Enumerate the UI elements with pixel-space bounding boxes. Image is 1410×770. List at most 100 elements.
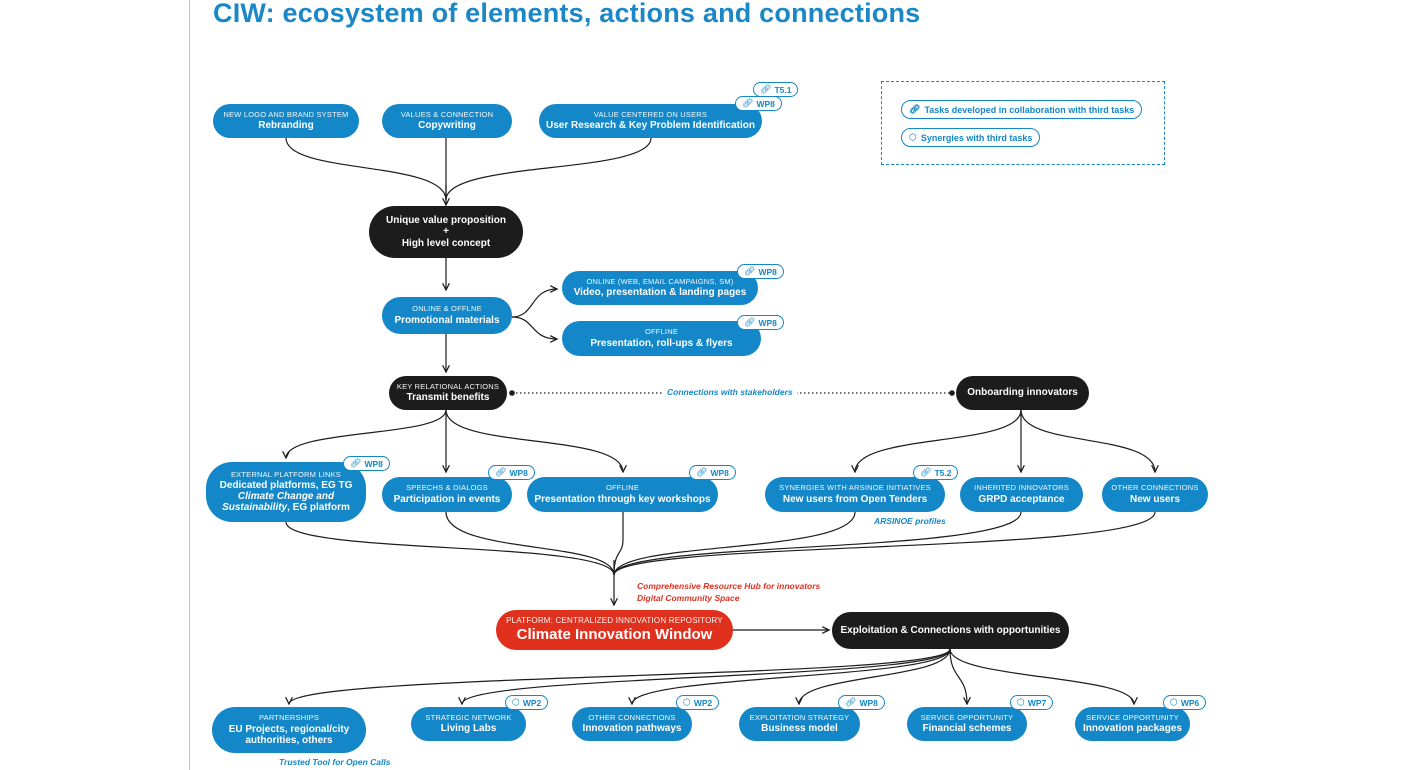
node-partnerships-caption: PARTNERSHIPS	[258, 713, 320, 723]
node-dedicated-caption: EXTERNAL PLATFORM LINKS	[230, 469, 342, 479]
link-icon: 🔗︎	[920, 467, 932, 477]
node-financial-schemes[interactable]: SERVICE OPPORTUNITY Financial schemes	[907, 707, 1027, 741]
node-packages-title: Innovation packages	[1083, 723, 1182, 735]
node-innovation-packages[interactable]: SERVICE OPPORTUNITY Innovation packages	[1075, 707, 1190, 741]
legend-box: 🔗︎ Tasks developed in collaboration with…	[881, 81, 1165, 165]
tag-wp7-financial: ⬡WP7	[1010, 695, 1054, 710]
node-rebranding[interactable]: NEW LOGO AND BRAND SYSTEM Rebranding	[213, 104, 359, 138]
link-icon: 🔗︎	[744, 266, 756, 276]
node-promotional-materials[interactable]: ONLINE & OFFLNE Promotional materials	[382, 297, 512, 334]
tag-wp8-events-label: WP8	[509, 467, 528, 478]
node-business-caption: EXPLOITATION STRATEGY	[749, 712, 850, 722]
tag-t5-1-label: T5.1	[774, 84, 792, 95]
node-participation-events[interactable]: SPEECHS & DIALOGS Participation in event…	[382, 477, 512, 512]
node-events-title: Participation in events	[393, 493, 501, 505]
node-rebranding-title: Rebranding	[258, 120, 314, 132]
node-promo-title: Promotional materials	[394, 314, 500, 326]
tag-wp2-pathways-label: WP2	[693, 697, 713, 708]
node-livinglabs-caption: STRATEGIC NETWORK	[425, 712, 512, 722]
legend-collab-label: Tasks developed in collaboration with th…	[924, 104, 1135, 115]
vertical-divider	[189, 0, 190, 770]
node-dedicated-line3: Sustainability, EG platform	[222, 502, 350, 513]
node-promo-caption: ONLINE & OFFLNE	[412, 304, 482, 314]
node-pathways-title: Innovation pathways	[582, 723, 682, 735]
tag-wp2-livinglabs-label: WP2	[522, 697, 542, 708]
note-community-space: Digital Community Space	[637, 593, 740, 603]
node-open-tenders[interactable]: SYNERGIES WITH ARSINOE INITIATIVES New u…	[765, 477, 945, 512]
legend-synergy: ⬡ Synergies with third tasks	[901, 128, 1041, 147]
link-icon: 🔗︎	[696, 467, 708, 477]
tag-wp8-research: 🔗︎WP8	[735, 96, 782, 111]
node-user-research-title: User Research & Key Problem Identificati…	[546, 120, 755, 132]
cube-icon: ⬡	[1170, 697, 1178, 707]
uvp-line1: Unique value proposition	[385, 215, 506, 227]
node-onboarding-innovators[interactable]: Onboarding innovators	[956, 376, 1089, 410]
node-newusers-caption: OTHER CONNECTIONS	[1111, 483, 1199, 493]
tag-wp8-rollups-label: WP8	[758, 317, 777, 328]
node-onboarding-title: Onboarding innovators	[967, 387, 1078, 399]
node-rollups-title: Presentation, roll-ups & flyers	[590, 337, 733, 349]
legend-synergy-label: Synergies with third tasks	[920, 132, 1033, 143]
node-partnerships[interactable]: PARTNERSHIPS EU Projects, regional/city …	[212, 707, 366, 753]
tag-wp8-business: 🔗︎WP8	[838, 695, 885, 710]
node-rollups-flyers[interactable]: OFFLINE Presentation, roll-ups & flyers	[562, 321, 761, 356]
node-dedicated-line3-rest: , EG platform	[287, 502, 350, 514]
node-dedicated-platforms[interactable]: EXTERNAL PLATFORM LINKS Dedicated platfo…	[206, 462, 366, 522]
cube-icon: ⬡	[1017, 697, 1025, 707]
node-living-labs[interactable]: STRATEGIC NETWORK Living Labs	[411, 707, 526, 741]
node-newusers-title: New users	[1129, 493, 1181, 505]
tag-wp8-video-label: WP8	[758, 266, 777, 277]
node-pathways-caption: OTHER CONNECTIONS	[588, 712, 676, 722]
note-trusted-tool: Trusted Tool for Open Calls	[279, 757, 391, 767]
tag-wp8-video: 🔗︎WP8	[737, 264, 784, 279]
tag-wp8-workshops-label: WP8	[710, 467, 729, 478]
node-grpd-caption: INHERITED INNOVATORS	[974, 483, 1069, 493]
node-business-model[interactable]: EXPLOITATION STRATEGY Business model	[739, 707, 860, 741]
stakeholders-connection-label: Connections with stakeholders	[663, 387, 797, 397]
node-workshops-title: Presentation through key workshops	[534, 493, 711, 505]
node-new-users[interactable]: OTHER CONNECTIONS New users	[1102, 477, 1208, 512]
uvp-line3: High level concept	[401, 237, 491, 249]
link-icon: 🔗︎	[495, 467, 507, 477]
node-events-caption: SPEECHS & DIALOGS	[406, 483, 488, 493]
node-dedicated-line3-italic: Sustainability	[222, 502, 288, 514]
node-key-workshops[interactable]: OFFLINE Presentation through key worksho…	[527, 477, 718, 512]
tag-wp8-dedicated-label: WP8	[364, 458, 383, 469]
link-icon: 🔗︎	[350, 458, 362, 468]
node-video-caption: ONLINE (WEB, EMAIL CAMPAIGNS, SM)	[586, 276, 734, 286]
tag-wp8-research-label: WP8	[756, 98, 775, 109]
tag-wp7-financial-label: WP7	[1027, 697, 1047, 708]
node-innovation-pathways[interactable]: OTHER CONNECTIONS Innovation pathways	[572, 707, 692, 741]
tag-wp2-livinglabs: ⬡WP2	[505, 695, 549, 710]
node-grpd-acceptance[interactable]: INHERITED INNOVATORS GRPD acceptance	[960, 477, 1083, 512]
tag-wp8-events: 🔗︎WP8	[488, 465, 535, 480]
tag-wp2-pathways: ⬡WP2	[676, 695, 720, 710]
node-tenders-caption: SYNERGIES WITH ARSINOE INITIATIVES	[779, 483, 931, 493]
node-exploitation-connections[interactable]: Exploitation & Connections with opportun…	[832, 612, 1069, 649]
node-grpd-title: GRPD acceptance	[978, 493, 1065, 505]
tag-wp6-packages-label: WP6	[1180, 697, 1200, 708]
tag-t5-2-label: T5.2	[934, 467, 952, 478]
link-icon: 🔗︎	[742, 98, 754, 108]
cube-icon: ⬡	[909, 132, 917, 142]
node-video-presentation[interactable]: ONLINE (WEB, EMAIL CAMPAIGNS, SM) Video,…	[562, 271, 758, 305]
node-unique-value-proposition[interactable]: Unique value proposition + High level co…	[369, 206, 523, 258]
node-transmit-caption: KEY RELATIONAL ACTIONS	[396, 381, 500, 391]
node-business-title: Business model	[761, 723, 838, 735]
node-rebranding-caption: NEW LOGO AND BRAND SYSTEM	[223, 109, 349, 119]
node-dedicated-line2: Climate Change and	[237, 491, 335, 503]
link-icon: 🔗︎	[760, 84, 772, 94]
node-tenders-title: New users from Open Tenders	[782, 493, 928, 505]
tag-wp8-workshops: 🔗︎WP8	[689, 465, 736, 480]
page-title: CIW: ecosystem of elements, actions and …	[213, 0, 921, 28]
node-copywriting[interactable]: VALUES & CONNECTION Copywriting	[382, 104, 512, 138]
node-packages-caption: SERVICE OPPORTUNITY	[1086, 712, 1179, 722]
node-transmit-benefits[interactable]: KEY RELATIONAL ACTIONS Transmit benefits	[389, 376, 507, 410]
node-transmit-title: Transmit benefits	[406, 392, 490, 404]
node-user-research[interactable]: VALUE CENTERED ON USERS User Research & …	[539, 104, 762, 138]
note-resource-hub: Comprehensive Resource Hub for innovator…	[637, 581, 821, 591]
tag-t5-1: 🔗︎T5.1	[753, 82, 799, 97]
node-copywriting-title: Copywriting	[418, 120, 476, 132]
node-climate-innovation-window[interactable]: PLATFORM: CENTRALIZED INNOVATION REPOSIT…	[496, 610, 733, 650]
